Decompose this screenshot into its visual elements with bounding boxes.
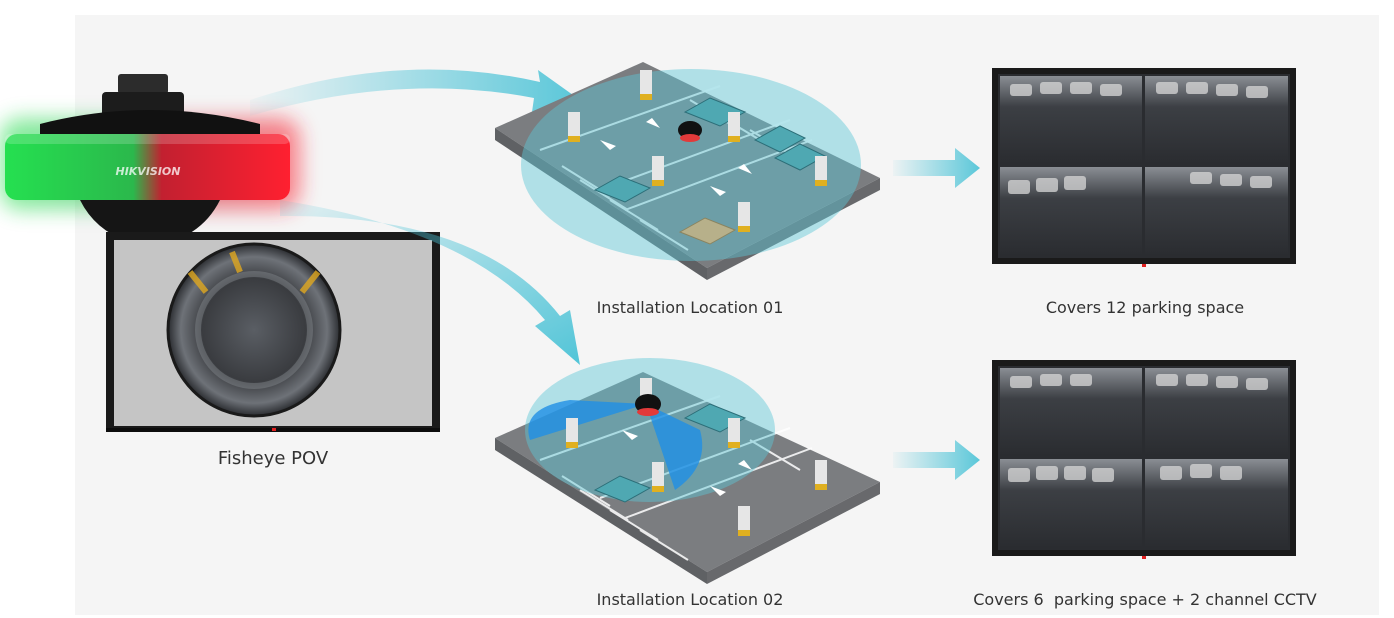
- flow-arrow-to-location-01: [250, 69, 580, 116]
- parking-lot-location-02: [495, 358, 880, 584]
- coverage-area-01: [521, 69, 861, 261]
- location-02-result: Covers 6 parking space + 2 channel CCTV: [973, 590, 1317, 609]
- result-monitor-02: [992, 360, 1296, 559]
- location-01-result: Covers 12 parking space: [1045, 298, 1245, 317]
- fisheye-monitor: [106, 232, 440, 432]
- flow-arrow-to-result-01: [893, 148, 980, 188]
- coverage-area-02: [525, 358, 775, 502]
- location-02-caption: Installation Location 02: [596, 590, 784, 609]
- result-monitor-01: [992, 68, 1296, 267]
- brand-logo: HIKVISION: [115, 165, 180, 178]
- fisheye-pov-caption: Fisheye POV: [217, 448, 329, 469]
- cctv-sector-right: [646, 404, 703, 490]
- fisheye-camera: [0, 74, 300, 260]
- fisheye-image: [168, 244, 340, 416]
- location-01-caption: Installation Location 01: [596, 298, 784, 317]
- cctv-sector-left: [528, 400, 646, 440]
- flow-arrow-to-location-02: [280, 200, 580, 365]
- flow-arrow-to-result-02: [893, 440, 980, 480]
- parking-lot-location-01: [495, 62, 880, 280]
